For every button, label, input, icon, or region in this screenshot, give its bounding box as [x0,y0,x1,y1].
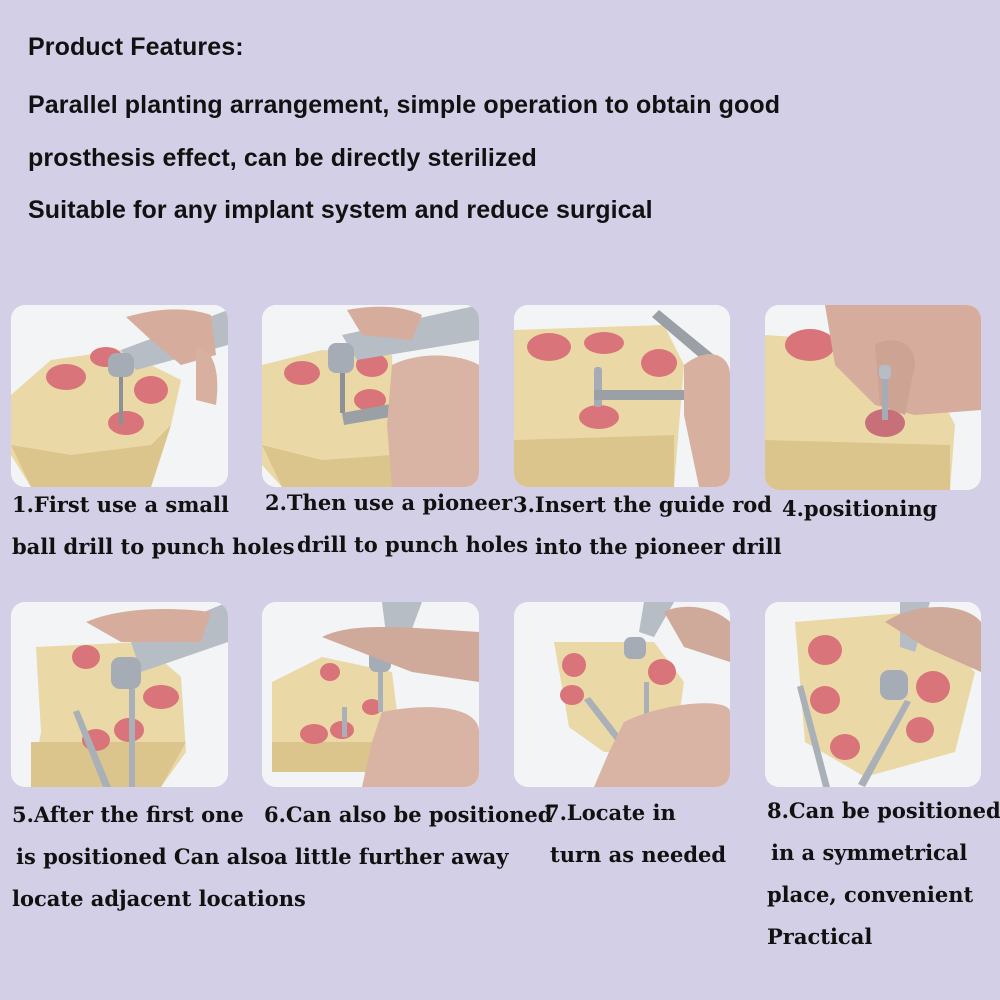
step-2-caption-line-1: 2.Then use a pioneer [265,490,513,515]
step-8-caption-line-1: 8.Can be positioned [767,798,1000,823]
feature-line-1: Parallel planting arrangement, simple op… [28,91,781,119]
step-7-caption-line-2: turn as needed [550,842,727,867]
step-5-photo [11,602,228,787]
guide-rod-photo-illustration [514,305,730,487]
step-1-photo [11,305,228,487]
step-1-caption-line-2: ball drill to punch holes [12,534,295,559]
step-4-caption-line-1: 4.positioning [782,496,938,521]
step-3-caption-line-2: into the pioneer drill [535,534,782,559]
symmetrical-positioning-photo-illustration [765,602,981,787]
step-7-photo [514,602,730,787]
step-8-caption-line-4: Practical [767,924,873,949]
pioneer-drill-photo-illustration [262,305,479,487]
step-8-photo [765,602,981,787]
step-5-caption-line-1: 5.After the first one [12,802,244,827]
ball-drill-photo-illustration [11,305,228,487]
step-7-caption-line-1: 7.Locate in [545,800,676,825]
step-8-caption-line-2: in a symmetrical [771,840,968,865]
step-1-caption-line-1: 1.First use a small [12,492,229,517]
step-2-caption-line-2: drill to punch holes [297,532,529,557]
step-4-photo [765,305,981,490]
further-away-photo-illustration [262,602,479,787]
step-6-caption-line-1: 6.Can also be positioned [264,802,553,827]
step-5-caption-line-2: is positioned Can also [16,844,275,869]
feature-line-3: Suitable for any implant system and redu… [28,196,653,224]
step-2-photo [262,305,479,487]
positioning-photo-illustration [765,305,981,490]
step-6-photo [262,602,479,787]
step-8-caption-line-3: place, convenient [767,882,974,907]
locate-in-turn-photo-illustration [514,602,730,787]
features-title: Product Features: [28,33,244,61]
feature-line-2: prosthesis effect, can be directly steri… [28,144,537,172]
step-5-caption-line-3: locate adjacent locations [12,886,306,911]
step-6-caption-line-2: a little further away [274,844,509,869]
adjacent-location-photo-illustration [11,602,228,787]
step-3-caption-line-1: 3.Insert the guide rod [513,492,772,517]
step-3-photo [514,305,730,487]
